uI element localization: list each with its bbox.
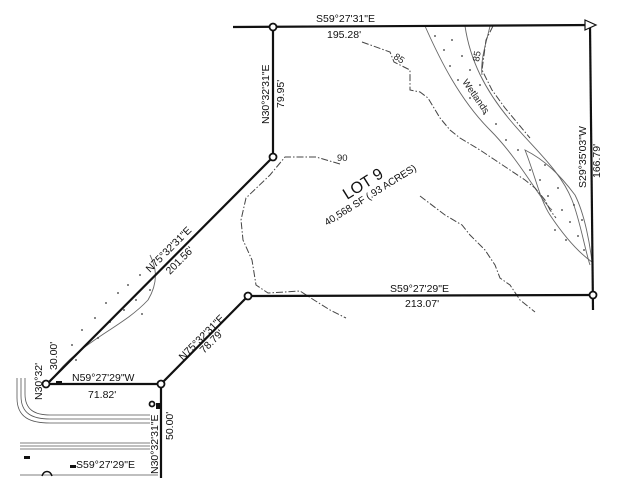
monument-access-e [148, 400, 156, 408]
monument-nw [268, 22, 278, 32]
contour-85-west-label: 85 [391, 51, 406, 66]
lower-left-stipple-area [49, 254, 156, 383]
monument-angle [268, 152, 278, 162]
monument-access-ne [156, 379, 166, 389]
wetlands-label: Wetlands [460, 77, 492, 116]
access-north-line-distance: 71.82' [88, 389, 116, 401]
access-west-line-distance: 30.00' [48, 342, 60, 370]
road-line-bearing: S59°27'29"E [76, 459, 135, 471]
contour-lines: 85 85 90 [240, 25, 557, 319]
east-line-bearing: S29°35'03"W [577, 126, 589, 188]
road-easement [16, 378, 160, 477]
monument-access-nw [41, 379, 51, 389]
east-line-distance: 166.79' [591, 144, 603, 178]
wetlands-area: Wetlands [424, 25, 593, 266]
monument-se [588, 290, 598, 300]
monuments [41, 22, 598, 408]
west-upper-line-distance: 79.95' [275, 80, 287, 108]
access-north-line-bearing: N59°27'29"W [72, 372, 135, 384]
west-upper-line-bearing: N30°32'31"E [260, 64, 272, 124]
access-west-line-bearing: N30°32' [33, 363, 45, 400]
monument-sw [243, 291, 253, 301]
south-line [247, 293, 594, 298]
north-line [232, 23, 595, 29]
east-line [588, 24, 595, 311]
contour-85-east-line [481, 25, 531, 139]
wetlands-stipple [434, 35, 585, 251]
access-east-line-bearing: N30°32'31"E [149, 414, 161, 474]
diagonal-line [45, 156, 274, 386]
access-east-line-distance: 50.00' [164, 412, 176, 440]
contour-90-line [240, 156, 347, 319]
short-diagonal-line [160, 295, 249, 385]
north-line-distance: 195.28' [327, 29, 361, 41]
contour-85-east-label: 85 [471, 50, 484, 62]
boundary-labels: S59°27'31"E 195.28' S29°35'03"W 166.79' … [33, 13, 603, 474]
north-line-bearing: S59°27'31"E [316, 13, 375, 25]
contour-inner-line [419, 195, 536, 313]
south-line-distance: 213.07' [405, 298, 439, 310]
contour-90-label: 90 [337, 153, 348, 164]
lot-boundary [45, 19, 598, 478]
contour-85-west-line [361, 41, 557, 219]
lot-label: LOT 9 40,568 SF (.93 ACRES) [323, 163, 419, 229]
south-line-bearing: S59°27'29"E [390, 283, 449, 295]
